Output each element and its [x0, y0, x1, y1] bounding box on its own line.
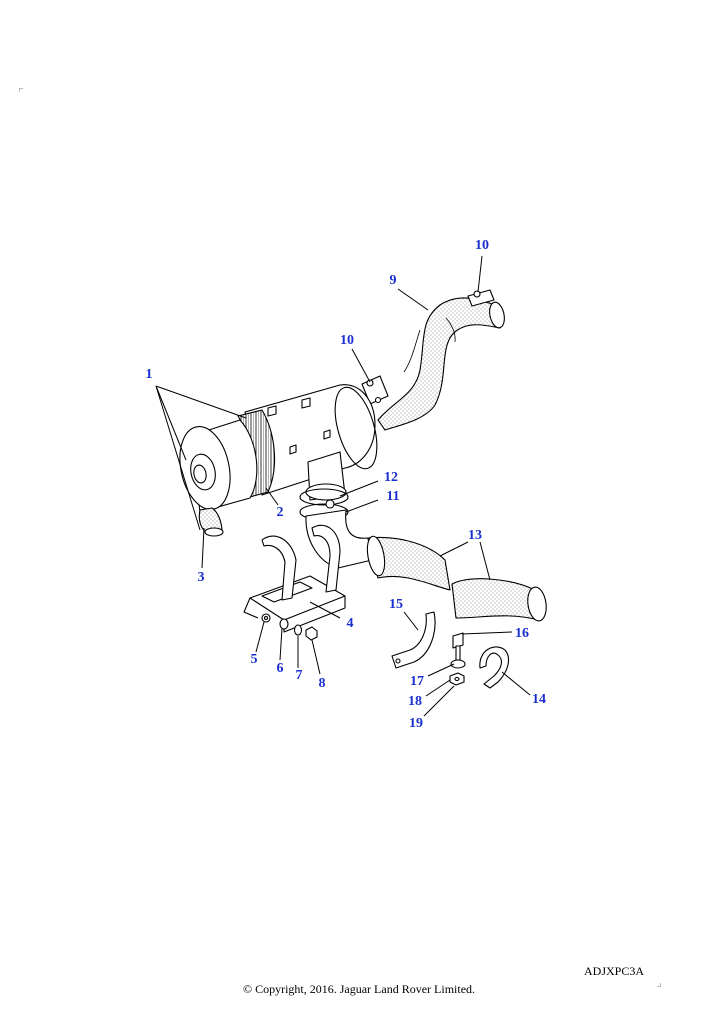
hose-clamp [361, 375, 389, 405]
callout-label: 18 [408, 694, 422, 709]
callout-label: 14 [532, 692, 546, 707]
air-cleaner-cover [179, 419, 258, 513]
p-clip [479, 646, 510, 689]
washer [279, 618, 289, 630]
callout-label: 19 [409, 716, 423, 731]
callout-label: 8 [318, 676, 326, 691]
callout-label: 9 [389, 273, 397, 288]
mounting-bracket [243, 524, 346, 633]
callout-label: 7 [295, 668, 303, 683]
strap-clamp [391, 611, 436, 669]
crop-mark-bottom-right [657, 983, 661, 987]
nut [305, 626, 318, 641]
callout-label: 11 [386, 489, 400, 504]
outlet-elbow [305, 451, 347, 501]
air-cleaner-body [244, 384, 378, 496]
callout-label: 5 [250, 652, 258, 667]
figure-code: ADJXPC3A [583, 964, 644, 978]
callout-label: 2 [276, 505, 284, 520]
bolt [452, 632, 464, 661]
crop-mark-top-left [19, 88, 23, 92]
callout-label: 6 [276, 661, 284, 676]
dust-valve [198, 507, 224, 537]
callout-label: 10 [340, 333, 354, 348]
callout-label: 13 [468, 528, 482, 543]
copyright-notice: © Copyright, 2016. Jaguar Land Rover Lim… [242, 982, 476, 996]
nut [449, 672, 465, 686]
washer [450, 659, 466, 669]
bolt [261, 613, 271, 623]
spring-washer [293, 624, 303, 636]
callout-label: 1 [145, 367, 153, 382]
callout-label: 10 [475, 238, 489, 253]
lower-hose [305, 509, 547, 622]
callout-label: 4 [346, 616, 354, 631]
callout-label: 15 [389, 597, 403, 612]
intake-hose [377, 297, 505, 431]
callout-label: 16 [515, 626, 529, 641]
hose-clamp [467, 289, 495, 307]
callout-label: 12 [384, 470, 398, 485]
callout-label: 17 [410, 674, 424, 689]
leader-lines [155, 255, 531, 717]
callout-label: 3 [197, 570, 205, 585]
